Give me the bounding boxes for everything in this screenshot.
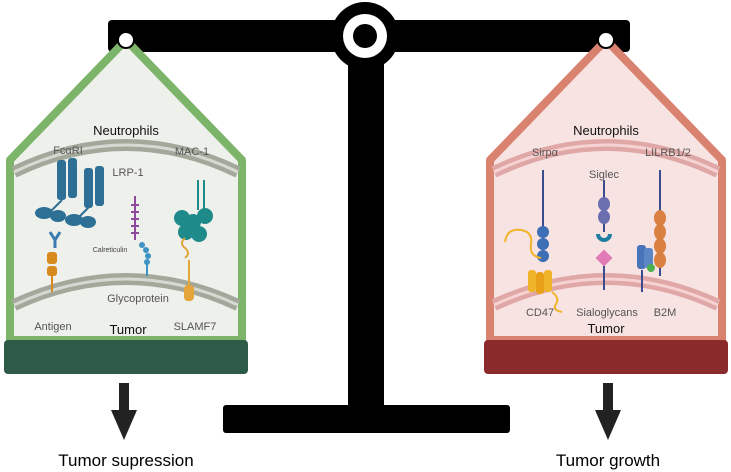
right-pan-base <box>484 340 728 374</box>
left-down-arrow-icon <box>111 383 137 440</box>
left-glycoprotein-label: Glycoprotein <box>107 293 169 305</box>
sialoglycan-icon <box>595 249 613 290</box>
left-pan-base <box>4 340 248 374</box>
mac1-receptor-icon <box>174 180 213 242</box>
antigen-icon <box>47 252 57 292</box>
left-hanger-ring <box>117 31 135 49</box>
left-fcari-label: FcαRI <box>53 145 83 157</box>
left-calreticulin-label: Calreticulin <box>93 247 128 254</box>
slamf7-icon <box>181 237 194 301</box>
right-cd47-label: CD47 <box>526 307 554 319</box>
right-hanger-ring <box>597 31 615 49</box>
right-b2m-label: B2M <box>654 307 677 319</box>
right-down-arrow-icon <box>595 383 621 440</box>
right-tumor-label: Tumor <box>587 321 625 336</box>
lrp1-receptor-icon <box>131 196 139 240</box>
right-siglec-label: Siglec <box>589 169 619 181</box>
calreticulin-icon <box>139 242 151 276</box>
left-outcome-label: Tumor supression <box>58 451 193 470</box>
cd47-icon <box>504 228 563 313</box>
lilrb-receptor-icon <box>654 170 666 276</box>
left-antigen-label: Antigen <box>34 321 71 333</box>
right-sirpa-label: Sirpα <box>532 147 559 159</box>
left-mac1-label: MAC-1 <box>175 146 209 158</box>
scale-foot <box>223 405 510 433</box>
balance-scale <box>108 2 630 433</box>
scale-pivot-inner <box>353 24 377 48</box>
right-outcome-label: Tumor growth <box>556 451 660 470</box>
left-pan: Neutrophils FcαRI MAC-1 LRP-1 Calreticul… <box>4 31 248 470</box>
sirpa-receptor-icon <box>537 170 549 262</box>
right-sialoglycans-label: Sialoglycans <box>576 307 638 319</box>
right-neutrophils-label: Neutrophils <box>573 123 639 138</box>
siglec-receptor-icon <box>596 180 612 242</box>
left-tumor-label: Tumor <box>109 322 147 337</box>
fcari-receptor-icon <box>35 158 104 228</box>
antibody-icon <box>48 231 62 248</box>
scale-post <box>348 40 384 420</box>
right-lilrb-label: LILRB1/2 <box>645 147 691 159</box>
right-pan: Neutrophils Sirpα Siglec LILRB1/2 CD47 S… <box>484 31 728 470</box>
left-neutrophils-label: Neutrophils <box>93 123 159 138</box>
b2m-icon <box>637 245 655 292</box>
left-slamf7-label: SLAMF7 <box>174 321 217 333</box>
left-lrp1-label: LRP-1 <box>112 167 143 179</box>
